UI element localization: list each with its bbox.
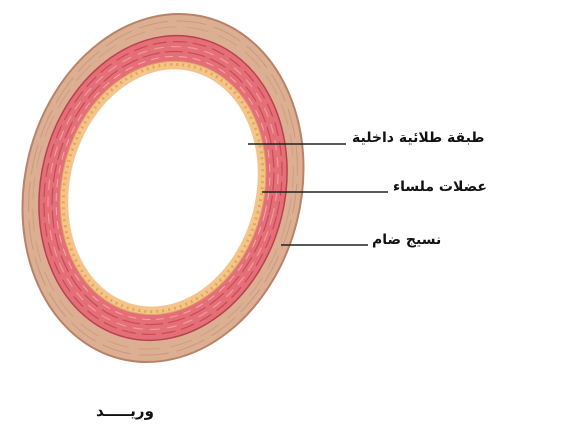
connective-tissue-label: نسيج ضام <box>372 233 441 247</box>
smooth-muscle-label: عضلات ملساء <box>393 180 487 194</box>
diagram-caption: وريـــــد <box>96 404 154 419</box>
intima-label: طبقة طلائية داخلية <box>352 131 485 145</box>
